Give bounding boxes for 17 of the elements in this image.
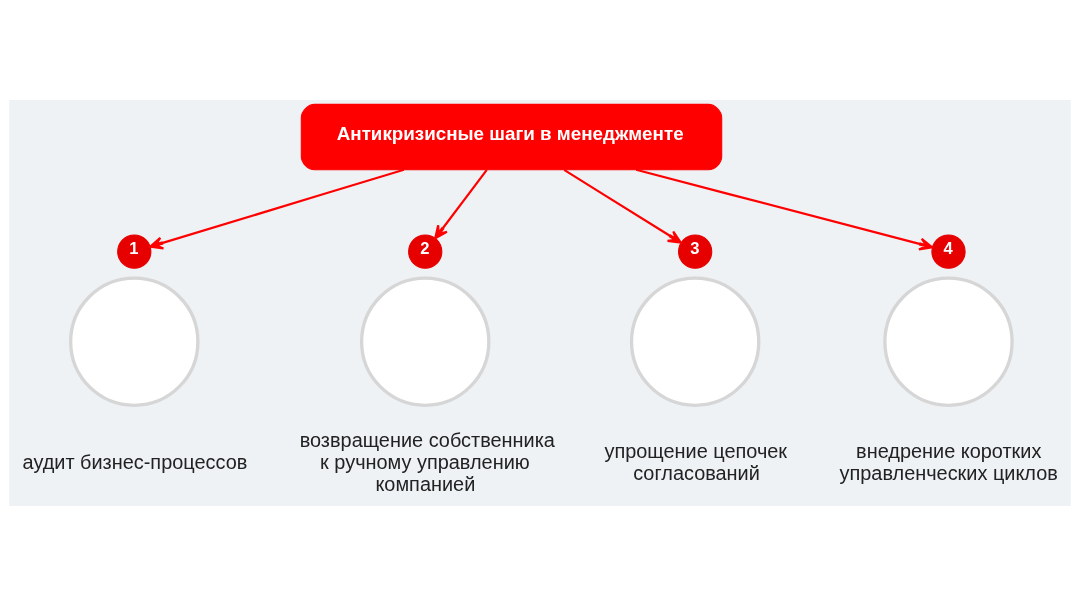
node-circle: 2 xyxy=(408,234,443,269)
node-circle xyxy=(69,276,200,407)
node-circle: 4 xyxy=(931,234,966,269)
arrow xyxy=(635,168,934,251)
arrow xyxy=(149,168,405,250)
node-circle xyxy=(629,276,761,407)
arrow xyxy=(563,168,682,244)
node-box: Антикризисные шаги в менеджменте xyxy=(300,103,723,171)
node-label: внедрение коротких управленческих циклов xyxy=(839,439,1058,484)
node-label: аудит бизнес-процессов xyxy=(22,450,248,473)
node-circle xyxy=(883,276,1014,407)
node-circle: 1 xyxy=(117,234,152,269)
node-label: упрощение цепочек согласований xyxy=(604,439,788,484)
node-circle: 3 xyxy=(678,234,713,269)
node-label: возвращение собственника к ручному управлению компанией xyxy=(299,428,555,495)
node-circle xyxy=(359,276,491,407)
arrow xyxy=(434,169,488,240)
